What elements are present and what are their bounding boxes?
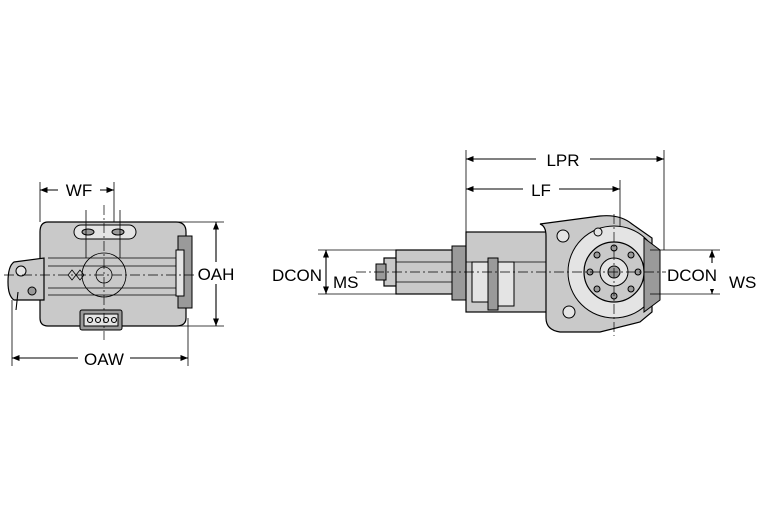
end-view: [4, 205, 200, 340]
lpr-dimension: LPR: [465, 148, 665, 250]
ms-label: MS: [333, 273, 359, 292]
dcon-ms-label: DCON: [272, 266, 322, 285]
oah-dimension: OAH: [178, 221, 238, 327]
oah-label: OAH: [198, 265, 235, 284]
wf-dimension: WF: [39, 179, 115, 222]
oaw-label: OAW: [84, 350, 124, 369]
lf-dimension: LF: [466, 178, 621, 226]
dcon-ws-label: DCON: [667, 266, 717, 285]
lpr-label: LPR: [546, 151, 579, 170]
oaw-dimension: OAW: [11, 300, 189, 369]
dcon-ms-dimension: DCON MS: [272, 249, 396, 295]
dcon-ws-dimension: DCON WS: [650, 249, 762, 295]
side-view: [356, 214, 700, 336]
lf-label: LF: [531, 181, 551, 200]
wf-label: WF: [66, 181, 92, 200]
ws-label: WS: [729, 273, 756, 292]
